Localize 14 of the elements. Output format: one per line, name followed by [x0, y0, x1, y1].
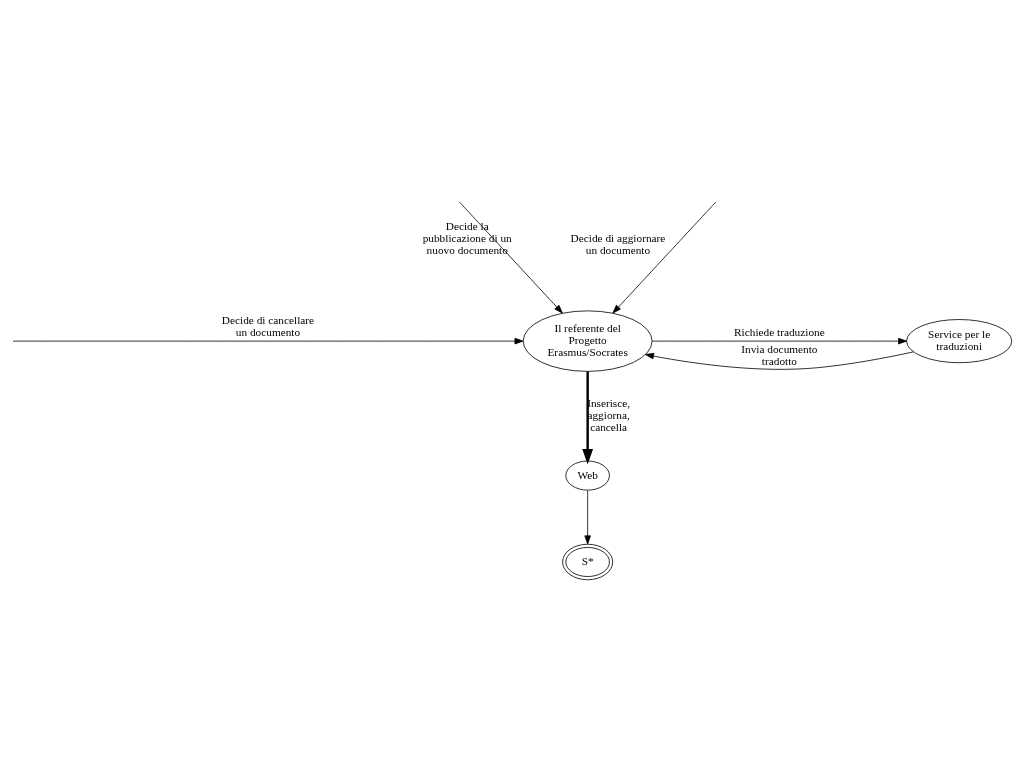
- arrow: [644, 351, 914, 370]
- edge-label: Invia documento tradotto: [740, 342, 818, 367]
- edge-label: Decide di aggiornare un documento: [570, 231, 665, 256]
- arrow: [651, 337, 907, 344]
- arrow: [612, 201, 716, 313]
- arrow: [458, 201, 563, 313]
- node-ellipse: Service per le traduzioni: [905, 318, 1012, 363]
- arrow: [583, 489, 591, 544]
- edge-label: Decide di cancellare un documento: [221, 313, 314, 338]
- arrow: [12, 337, 523, 344]
- arrow: [581, 370, 593, 464]
- edge-label: Decide la pubblicazione di un nuovo documento: [422, 219, 512, 256]
- node-ellipse: Web: [564, 460, 610, 491]
- edge-label: Richiede traduzione: [733, 325, 825, 338]
